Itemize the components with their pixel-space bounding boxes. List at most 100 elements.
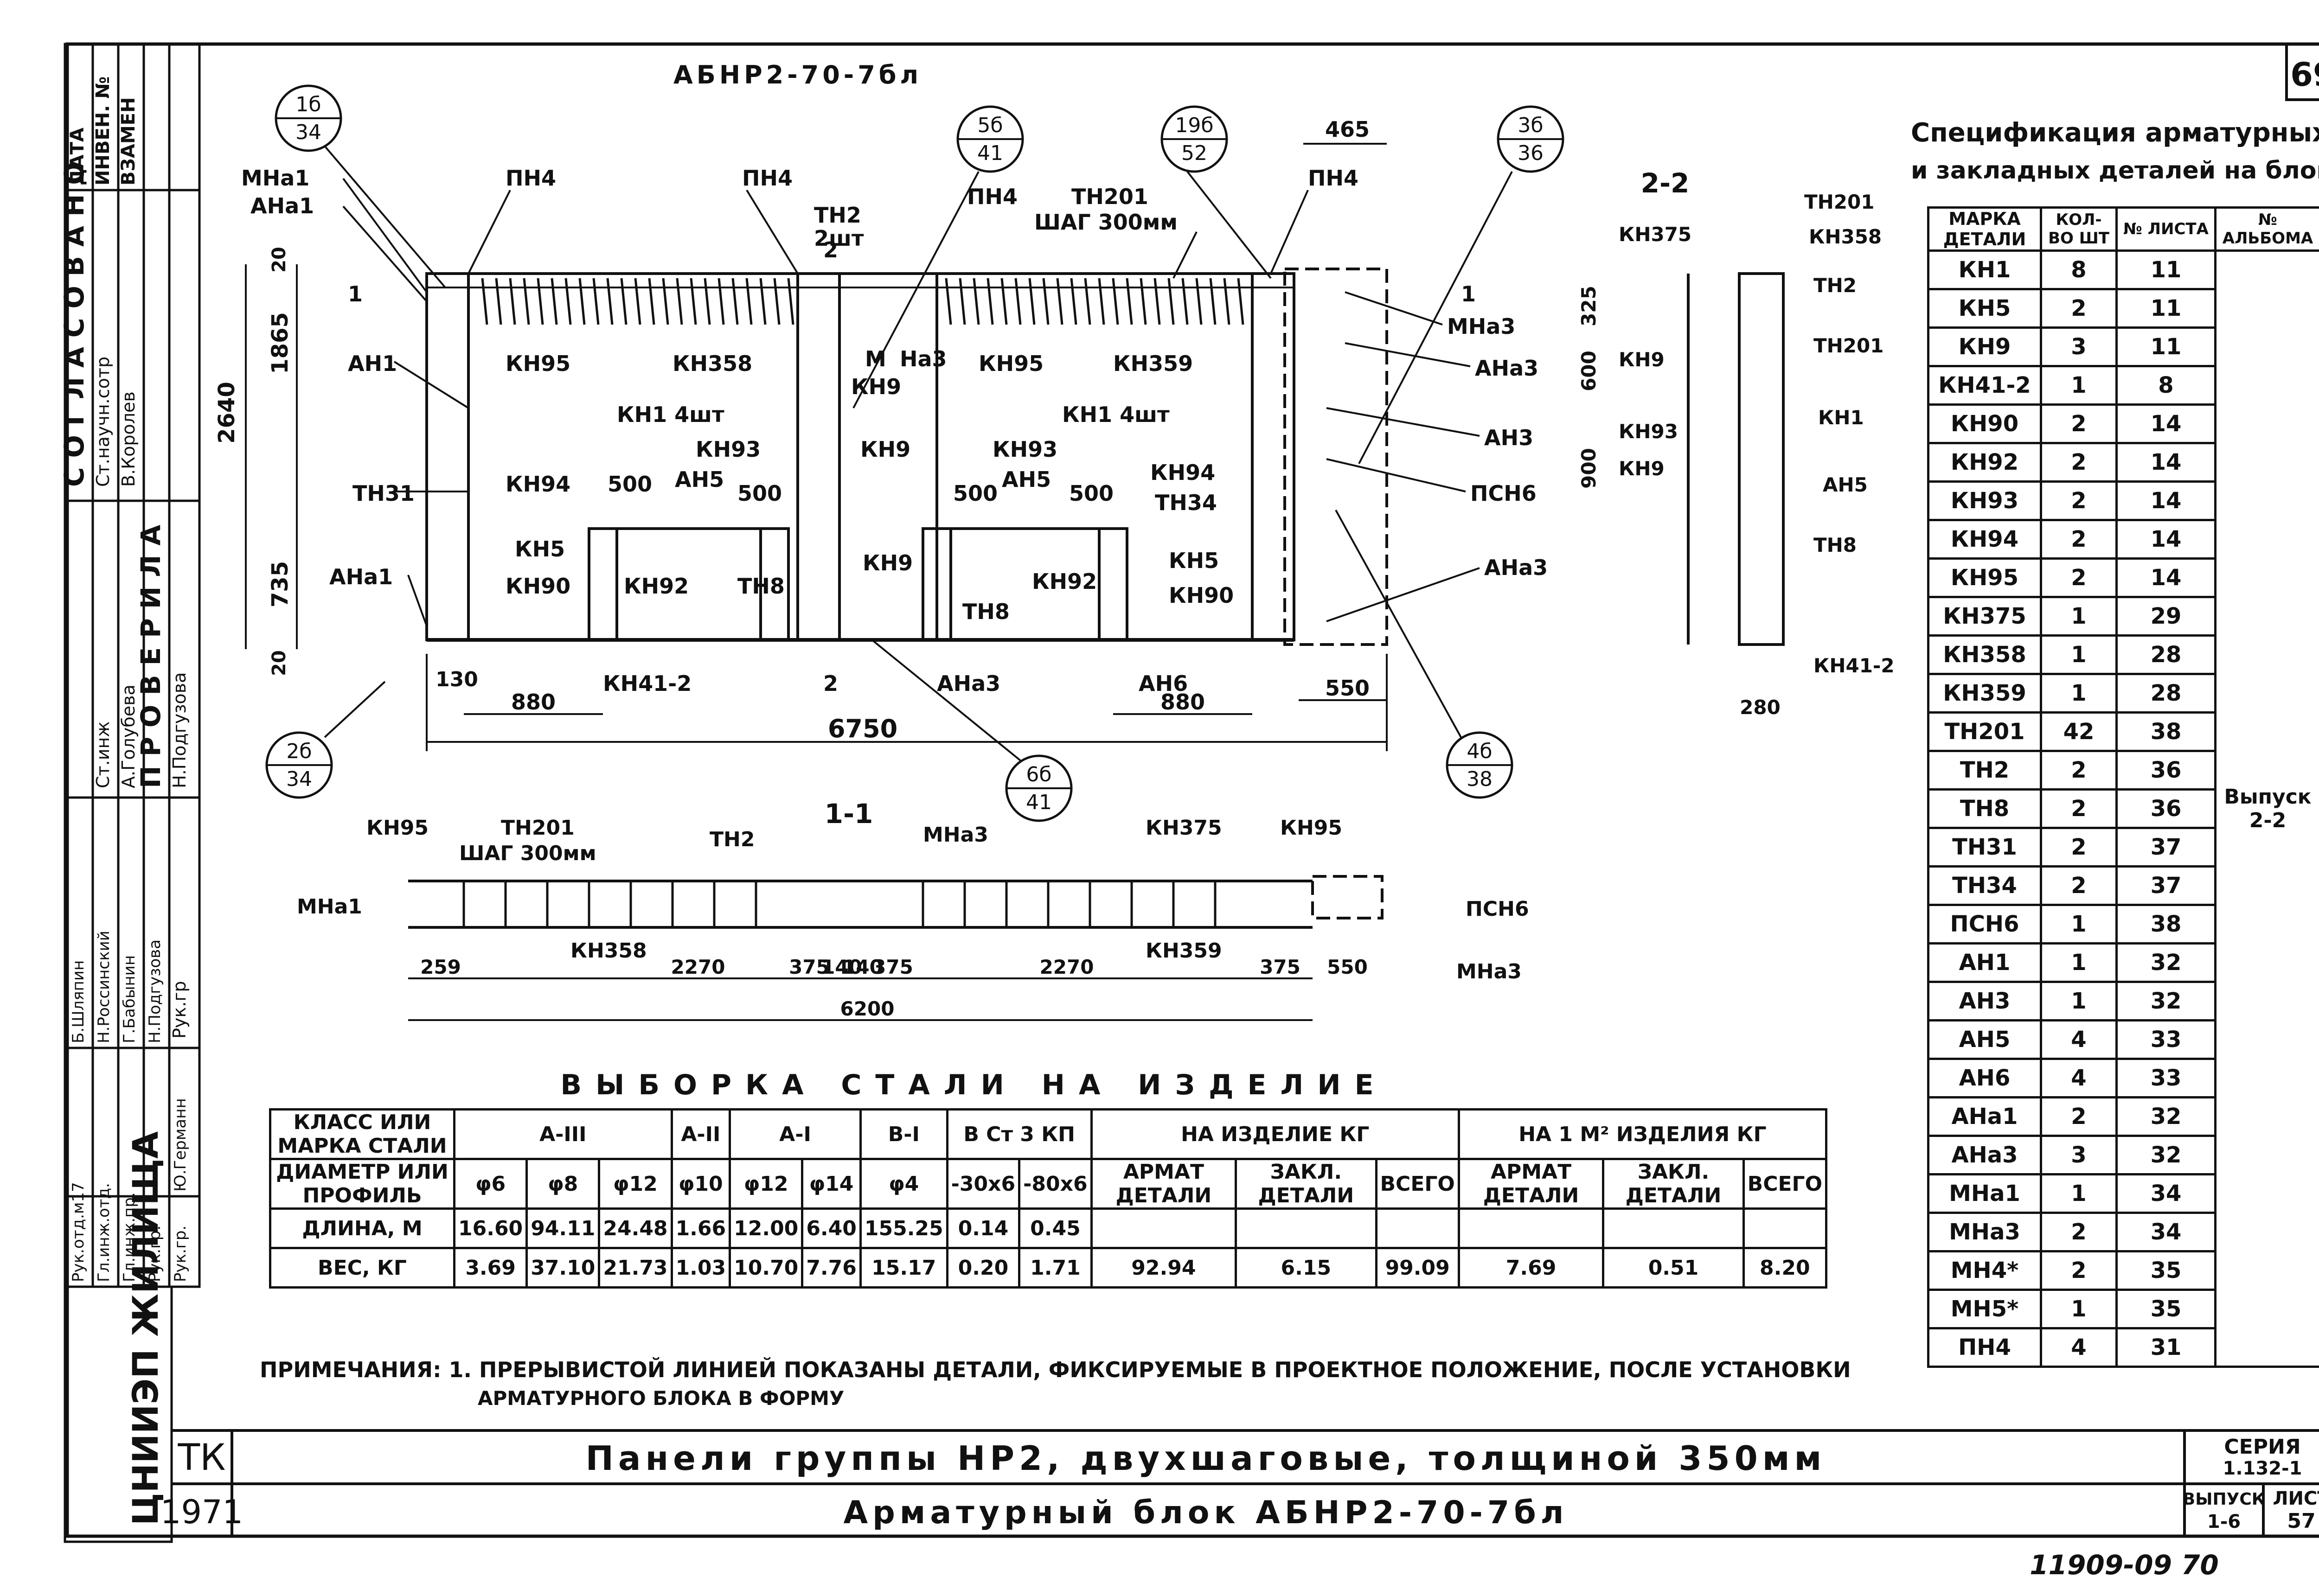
spec-sheet: 31 (2117, 1328, 2216, 1367)
stirrup (510, 278, 515, 325)
spec-mark: КН375 (1928, 597, 2041, 636)
group-per-m2: НА 1 М² ИЗДЕЛИЯ КГ (1459, 1110, 1826, 1159)
stirrup (552, 278, 557, 325)
dim-20-bottom: 20 (269, 650, 290, 676)
spec-qty: 2 (2041, 790, 2117, 828)
label-kn94-r: КН94 (1150, 460, 1215, 485)
svg-text:2б: 2б (286, 740, 312, 763)
spec-sheet: 14 (2117, 405, 2216, 443)
svg-text:КН41-2: КН41-2 (1813, 654, 1895, 677)
org-logo: ЦНИИЭП ЖИЛИЩА (125, 1131, 166, 1526)
svg-text:КН375: КН375 (1619, 223, 1691, 246)
spec-sheet: 32 (2117, 944, 2216, 982)
stamp-agreed-name-1: Ст.научн.сотр (93, 357, 113, 487)
label-an5-l: АН5 (675, 467, 724, 492)
spec-mark: КН9 (1928, 328, 2041, 366)
stamp-year: 1971 (160, 1493, 243, 1531)
profile-cell-4: φ12 (730, 1159, 802, 1209)
callout-2: 5б 41 (958, 107, 1023, 172)
length-cell-1: 94.11 (527, 1209, 599, 1248)
spec-qty: 2 (2041, 289, 2117, 328)
svg-text:АН5: АН5 (1823, 473, 1868, 496)
spec-sheet: 35 (2117, 1251, 2216, 1290)
steel-table-title: ВЫБОРКА СТАЛИ НА ИЗДЕЛИЕ (560, 1069, 1387, 1101)
spec-table: МАРКА ДЕТАЛИ КОЛ-ВО ШТ № ЛИСТА № АЛЬБОМА… (1927, 206, 2319, 1368)
label-kn9-a: КН9 (851, 374, 901, 399)
svg-text:38: 38 (1467, 767, 1493, 791)
label-ana3-low: АНа3 (1484, 555, 1548, 580)
plan-labels: МНа1 АНа1 ПН4 ПН4 ТН2 2шт ПН4 ТН201 ШАГ … (241, 166, 1548, 696)
spec-qty: 3 (2041, 1136, 2117, 1175)
spec-qty: 1 (2041, 636, 2117, 674)
svg-text:КН9: КН9 (1619, 348, 1665, 371)
label-mna1: МНа1 (241, 166, 309, 191)
spec-mark: КН5 (1928, 289, 2041, 328)
spec-album: Выпуск 2-2 (2216, 251, 2319, 1367)
length-cell-9 (1091, 1209, 1236, 1248)
stamp-name-2: Г.Бабынин (120, 955, 139, 1043)
spec-mark: ТН34 (1928, 867, 2041, 905)
svg-text:КН358: КН358 (1809, 225, 1882, 248)
section11-view (408, 876, 1382, 1020)
spec-qty: 4 (2041, 1059, 2117, 1098)
spec-qty: 42 (2041, 713, 2117, 751)
callout-4: 3б 36 (1498, 107, 1563, 172)
callout-5: 2б 34 (267, 733, 332, 798)
stamp-name-3: Н.Подгузова (146, 939, 164, 1043)
stamp-name-0: Б.Шляпин (69, 960, 88, 1043)
spec-mark: ПН4 (1928, 1328, 2041, 1367)
spec-mark: КН95 (1928, 559, 2041, 597)
svg-text:5б: 5б (977, 114, 1003, 137)
stirrup (1211, 278, 1215, 325)
spec-mark: ТН201 (1928, 713, 2041, 751)
label-kn5-l: КН5 (515, 536, 565, 562)
stirrup (761, 278, 765, 325)
label-tn8-r: ТН8 (962, 599, 1010, 624)
label-ana3-b: АНа3 (937, 671, 1000, 696)
spec-sheet: 34 (2117, 1213, 2216, 1251)
label-an3: АН3 (1484, 425, 1533, 450)
length-cell-6: 155.25 (860, 1209, 947, 1248)
label-ana1-b: АНа1 (329, 564, 393, 589)
s22-dim-325: 325 (1577, 286, 1600, 326)
stamp-inv-header: ИНВЕН. № (92, 77, 114, 186)
s22-dim-600: 600 (1577, 351, 1600, 391)
label-kn94-l: КН94 (506, 472, 570, 497)
spec-qty: 2 (2041, 520, 2117, 559)
stirrup (1016, 278, 1020, 325)
spec-qty: 2 (2041, 1213, 2117, 1251)
stirrup (663, 278, 668, 325)
svg-text:36: 36 (1518, 141, 1544, 165)
stirrup (621, 278, 626, 325)
svg-text:ШАГ 300мм: ШАГ 300мм (459, 842, 596, 865)
weight-cell-1: 37.10 (527, 1248, 599, 1288)
stirrup (775, 278, 779, 325)
section-mark-1-left: 1 (348, 281, 363, 306)
stirrup (1238, 278, 1243, 325)
label-an5-r: АН5 (1002, 467, 1051, 492)
page-number: 69 (2290, 56, 2319, 94)
stirrup (566, 278, 570, 325)
section22-labels: КН375 ТН201 КН358 ТН2 ТН201 КН9 КН1 КН93… (1619, 191, 1895, 677)
stamp-checked-name-2: Н.Подгузова (169, 672, 190, 788)
profile-cell-6: φ4 (860, 1159, 947, 1209)
length-cell-0: 16.60 (455, 1209, 527, 1248)
title-line1: Панели группы НР2, двухшаговые, толщиной… (586, 1439, 1826, 1478)
stirrup (733, 278, 737, 325)
stamp-role-1: Гл.инж.отд. (95, 1183, 113, 1282)
stirrup (946, 278, 951, 325)
dim-500-d: 500 (1069, 481, 1114, 506)
length-cell-14 (1743, 1209, 1826, 1248)
label-pn4-2: ПН4 (742, 166, 793, 191)
spec-mark: ТН31 (1928, 828, 2041, 867)
weight-cell-7: 0.20 (947, 1248, 1019, 1288)
stamp-replace-header: ВЗАМЕН (118, 97, 139, 185)
label-step300: ШАГ 300мм (1034, 210, 1178, 235)
spec-sheet: 33 (2117, 1059, 2216, 1098)
label-ana3-r: АНа3 (1475, 356, 1538, 381)
svg-text:КН9: КН9 (1619, 457, 1665, 480)
label-tn31: ТН31 (352, 481, 415, 506)
label-tn201: ТН201 (1071, 184, 1148, 209)
label-kn9-b: КН9 (860, 437, 910, 462)
label-tn34: ТН34 (1155, 490, 1217, 515)
